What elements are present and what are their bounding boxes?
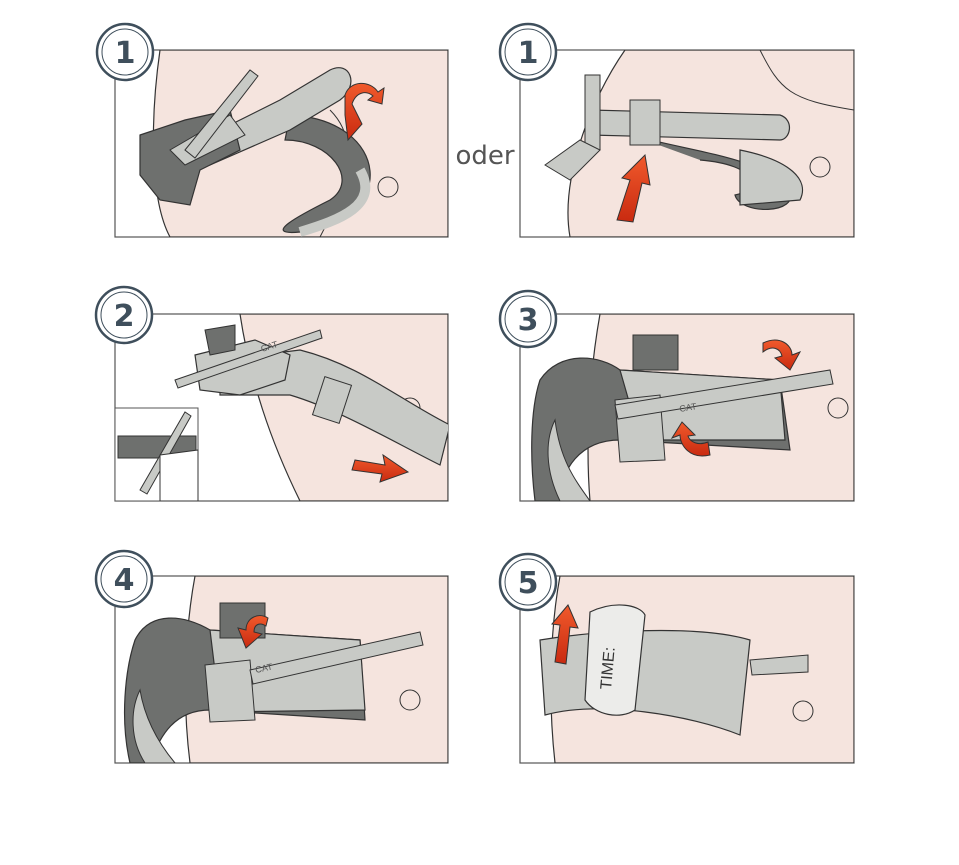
connector-text: oder	[455, 141, 514, 171]
step-5-panel: TIME: 5	[500, 554, 854, 763]
step-1b-panel: 1	[500, 24, 854, 237]
step-number: 1	[518, 36, 539, 71]
step-badge: 1	[97, 24, 153, 80]
step-1a-panel: 1	[97, 24, 448, 237]
step-number: 2	[114, 299, 135, 334]
step-number: 4	[114, 563, 135, 598]
step-number: 3	[518, 303, 539, 338]
step-number: 5	[518, 566, 539, 601]
step-badge: 2	[96, 287, 152, 343]
step-badge: 3	[500, 291, 556, 347]
step-3-panel: CAT 3	[500, 291, 854, 501]
step-2-panel: CAT 2	[96, 287, 450, 501]
step-4-panel: CAT 4	[96, 551, 448, 763]
step-number: 1	[115, 36, 136, 71]
step-badge: 5	[500, 554, 556, 610]
step-badge: 1	[500, 24, 556, 80]
step-badge: 4	[96, 551, 152, 607]
